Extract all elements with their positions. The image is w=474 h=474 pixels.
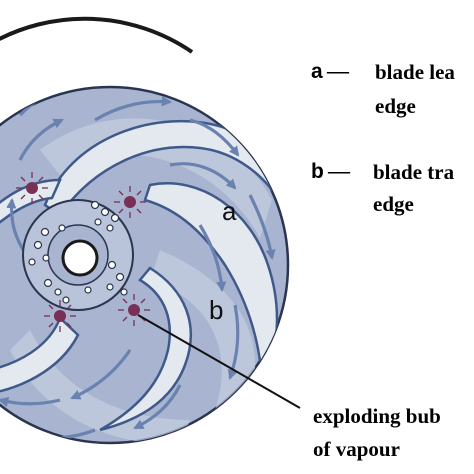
legend-a-key: a [311, 60, 323, 83]
legend-b-text-line2: edge [373, 192, 414, 216]
vapour-bubble [110, 213, 120, 223]
legend-b-key: b [311, 160, 324, 183]
exploding-bubble-3 [44, 300, 76, 332]
legend-b-text-line1: blade tra [373, 160, 455, 184]
vapour-bubble [90, 200, 100, 210]
vapour-bubble [33, 240, 43, 250]
vapour-bubble [94, 218, 102, 226]
flow-arrow [248, 194, 276, 261]
shaft-hole [61, 239, 99, 277]
legend-b-dash: — [328, 158, 350, 183]
vapour-bubble [120, 288, 128, 296]
legend-a-text-line2: edge [375, 94, 416, 118]
blade-trailing-edge-marker: b [209, 295, 224, 325]
flow-arrow [189, 118, 240, 157]
flow-passage-3 [10, 330, 190, 443]
blade-leading-edge-marker: a [222, 196, 237, 226]
flow-arrow [227, 304, 240, 380]
flow-arrow [133, 384, 182, 430]
vapour-bubble [115, 272, 125, 282]
exploding-bubble-1 [16, 172, 48, 204]
vapour-bubble [43, 278, 53, 288]
exploding-bubble-callout-line2: of vapour [313, 437, 400, 461]
vapour-bubble [62, 296, 70, 304]
flow-arrow [0, 397, 61, 407]
flow-arrow [198, 224, 227, 293]
vapour-bubble [54, 288, 62, 296]
impeller-blade-lower [0, 315, 80, 397]
exploding-bubble-callout-line1: exploding bub [313, 404, 441, 428]
impeller-blade-lower-right [99, 266, 193, 432]
callout-leader-line [137, 314, 301, 409]
vapour-bubble [42, 254, 50, 262]
legend-a-text-line1: blade lea [375, 60, 455, 84]
exploding-bubble-2 [114, 186, 146, 218]
flow-arrow [70, 349, 132, 400]
vapour-bubble [107, 260, 117, 270]
vapour-bubble [84, 286, 92, 294]
vapour-bubble [58, 224, 66, 232]
flow-arrow [169, 162, 237, 190]
vapour-bubble [106, 224, 114, 232]
vapour-bubble [40, 227, 50, 237]
vapour-bubble [100, 207, 110, 217]
pump-casing-arc [0, 16, 194, 54]
exploding-bubble-4 [118, 294, 150, 326]
vapour-bubble [28, 258, 36, 266]
legend-a-dash: — [327, 58, 349, 83]
flow-arrow [18, 118, 64, 161]
vapour-bubble [106, 283, 114, 291]
flow-arrow [94, 96, 173, 122]
